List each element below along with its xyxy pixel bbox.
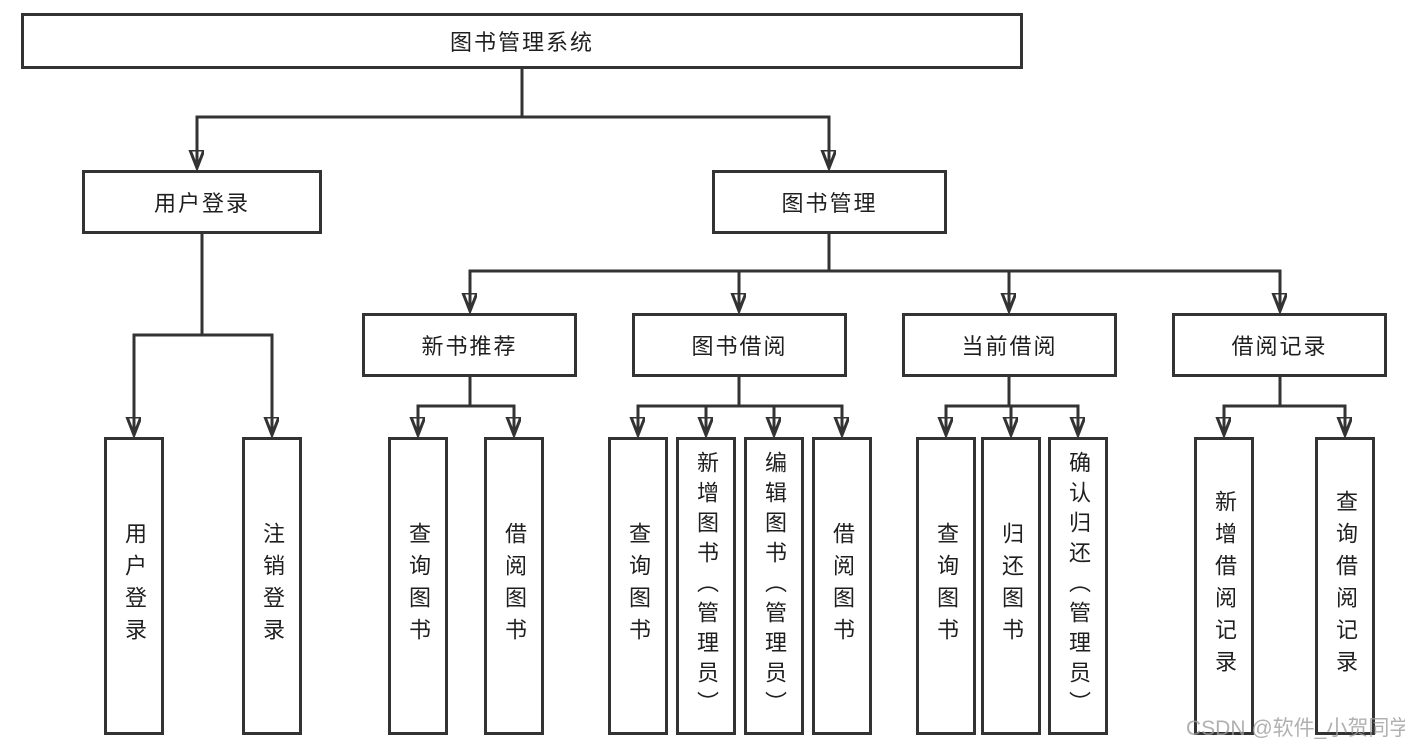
node-borrow-records: 借阅记录 [1172, 313, 1387, 377]
leaf-confirm-return-admin: 确认归还（管理员） [1048, 437, 1108, 735]
leaf-query-books-recommend-label: 查询图书 [406, 522, 431, 650]
leaf-add-borrow-record-label: 新增借阅记录 [1212, 490, 1237, 682]
node-new-book-recommend-label: 新书推荐 [421, 334, 518, 359]
leaf-query-books-borrow: 查询图书 [608, 437, 668, 735]
leaf-edit-books-admin: 编辑图书（管理员） [744, 437, 804, 735]
leaf-user-login-label: 用户登录 [122, 522, 147, 650]
leaf-user-login: 用户登录 [104, 437, 164, 735]
node-library-system-label: 图书管理系统 [449, 30, 594, 55]
leaf-borrow-books-label: 借阅图书 [830, 522, 855, 650]
node-book-borrow: 图书借阅 [632, 313, 847, 377]
node-book-management-label: 图书管理 [781, 191, 878, 216]
leaf-borrow-books-recommend-label: 借阅图书 [502, 522, 527, 650]
node-borrow-records-label: 借阅记录 [1231, 334, 1328, 359]
node-book-borrow-label: 图书借阅 [691, 334, 788, 359]
leaf-borrow-books: 借阅图书 [812, 437, 872, 735]
leaf-query-books-borrow-label: 查询图书 [626, 522, 651, 650]
leaf-return-books-label: 归还图书 [999, 522, 1024, 650]
leaf-query-books-current-label: 查询图书 [934, 522, 959, 650]
node-new-book-recommend: 新书推荐 [362, 313, 577, 377]
leaf-borrow-books-recommend: 借阅图书 [484, 437, 544, 735]
leaf-query-books-current: 查询图书 [916, 437, 976, 735]
leaf-query-borrow-record-label: 查询借阅记录 [1333, 490, 1358, 682]
node-user-login-label: 用户登录 [153, 191, 250, 216]
leaf-add-borrow-record: 新增借阅记录 [1194, 437, 1254, 735]
node-book-management: 图书管理 [712, 170, 947, 234]
node-user-login: 用户登录 [82, 170, 322, 234]
leaf-query-borrow-record: 查询借阅记录 [1315, 437, 1375, 735]
leaf-add-books-admin-label: 新增图书（管理员） [694, 451, 719, 721]
leaf-logout: 注销登录 [242, 437, 302, 735]
node-current-borrow-label: 当前借阅 [961, 334, 1058, 359]
leaf-query-books-recommend: 查询图书 [388, 437, 448, 735]
node-library-system: 图书管理系统 [21, 13, 1023, 69]
node-current-borrow: 当前借阅 [902, 313, 1117, 377]
leaf-logout-label: 注销登录 [260, 522, 285, 650]
leaf-add-books-admin: 新增图书（管理员） [676, 437, 736, 735]
leaf-confirm-return-admin-label: 确认归还（管理员） [1066, 451, 1091, 721]
leaf-return-books: 归还图书 [981, 437, 1041, 735]
leaf-edit-books-admin-label: 编辑图书（管理员） [762, 451, 787, 721]
